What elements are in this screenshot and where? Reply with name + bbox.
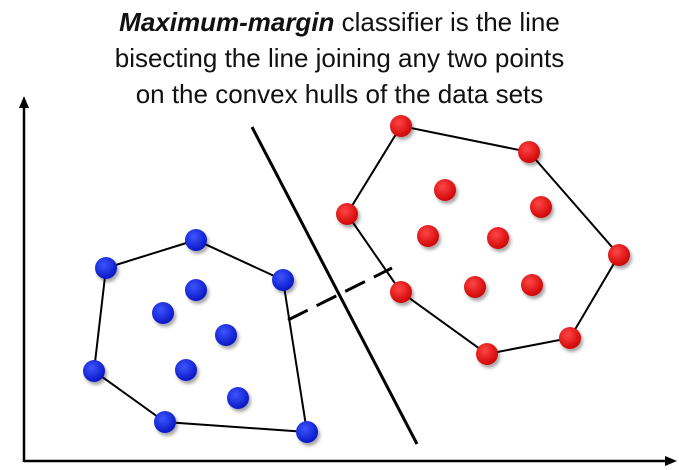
red-point <box>390 281 412 303</box>
red-convex-hull <box>345 124 621 356</box>
blue-point <box>185 229 207 251</box>
red-point <box>487 227 509 249</box>
red-point <box>608 244 630 266</box>
blue-point <box>215 324 237 346</box>
red-point <box>518 141 540 163</box>
red-point <box>417 225 439 247</box>
caption-emphasis: Maximum-margin <box>119 7 335 37</box>
hull-connecting-dashed-line <box>287 266 393 322</box>
caption-line-3: on the convex hulls of the data sets <box>135 79 544 109</box>
red-point <box>390 115 412 137</box>
x-axis-arrowhead <box>665 456 677 466</box>
red-points <box>336 115 630 365</box>
red-point <box>336 203 358 225</box>
red-point <box>559 327 581 349</box>
decision-boundary-line <box>250 126 419 445</box>
red-point <box>464 276 486 298</box>
y-axis-arrowhead <box>19 96 29 108</box>
caption-line-1-rest: classifier is the line <box>334 7 560 37</box>
blue-point <box>175 359 197 381</box>
blue-point <box>95 257 117 279</box>
red-point <box>476 343 498 365</box>
blue-point <box>185 279 207 301</box>
blue-point <box>152 302 174 324</box>
blue-point <box>83 360 105 382</box>
red-point <box>434 179 456 201</box>
blue-point <box>272 269 294 291</box>
axes <box>19 96 677 466</box>
caption-line-2: bisecting the line joining any two point… <box>114 43 565 73</box>
red-point <box>530 196 552 218</box>
caption-line-1: Maximum-margin classifier is the line <box>0 4 679 40</box>
blue-point <box>154 411 176 433</box>
blue-point <box>296 421 318 443</box>
blue-point <box>227 387 249 409</box>
caption: Maximum-margin classifier is the line bi… <box>0 4 679 112</box>
blue-convex-hull <box>92 238 309 434</box>
red-point <box>521 274 543 296</box>
blue-points <box>83 229 318 443</box>
